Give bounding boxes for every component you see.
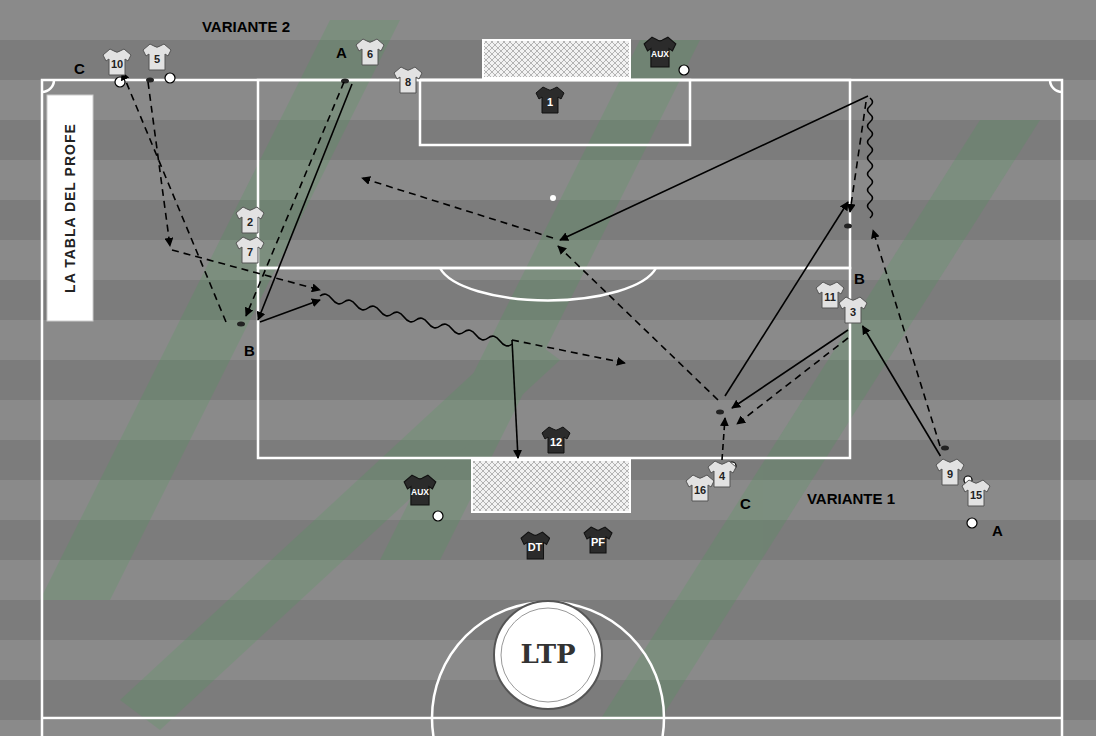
player-jersey: 5 (142, 43, 172, 71)
player-number: 11 (824, 288, 836, 303)
player-number: 2 (247, 213, 253, 228)
player-jersey: PF (583, 526, 613, 554)
player-number: 9 (947, 465, 953, 480)
variant-label: C (740, 495, 751, 512)
variant-label: VARIANTE 1 (805, 490, 897, 507)
player-jersey: 7 (235, 236, 265, 264)
variant-label: B (854, 270, 865, 287)
player-number: 4 (719, 467, 725, 482)
player-number: 6 (367, 45, 373, 60)
player-number: 12 (550, 433, 562, 448)
player-number: 1 (547, 93, 553, 108)
variant-label: A (336, 44, 347, 61)
player-number: AUX (651, 46, 669, 59)
player-jersey: 8 (393, 66, 423, 94)
player-number: 7 (247, 243, 253, 258)
player-number: 3 (850, 303, 856, 318)
player-jersey: 2 (235, 206, 265, 234)
player-jersey: 3 (838, 296, 868, 324)
variant-label: A (992, 522, 1003, 539)
variant-label: VARIANTE 2 (200, 18, 292, 35)
player-jersey: 9 (935, 458, 965, 486)
logo-text: LTP (520, 640, 575, 670)
player-jersey: AUX (643, 36, 677, 68)
player-number: 5 (154, 50, 160, 65)
player-number: PF (591, 533, 605, 548)
player-number: 10 (111, 55, 123, 70)
watermark-text: LA TABLA DEL PROFE (62, 123, 78, 293)
player-jersey: 4 (707, 460, 737, 488)
player-jersey: 15 (961, 479, 991, 507)
player-number: 8 (405, 73, 411, 88)
player-number: AUX (411, 484, 429, 497)
player-number: 16 (694, 481, 706, 496)
player-number: 15 (970, 486, 982, 501)
player-jersey: 12 (541, 426, 571, 454)
player-jersey: 1 (535, 86, 565, 114)
variant-label: C (74, 60, 85, 77)
player-jersey: DT (520, 531, 551, 560)
player-number: DT (528, 538, 543, 553)
player-jersey: 6 (355, 38, 385, 66)
pass-arrow (863, 326, 941, 456)
variant-label: B (244, 342, 255, 359)
player-jersey: AUX (403, 474, 437, 506)
player-jersey: 10 (102, 48, 132, 76)
player-jersey: 16 (685, 474, 715, 502)
